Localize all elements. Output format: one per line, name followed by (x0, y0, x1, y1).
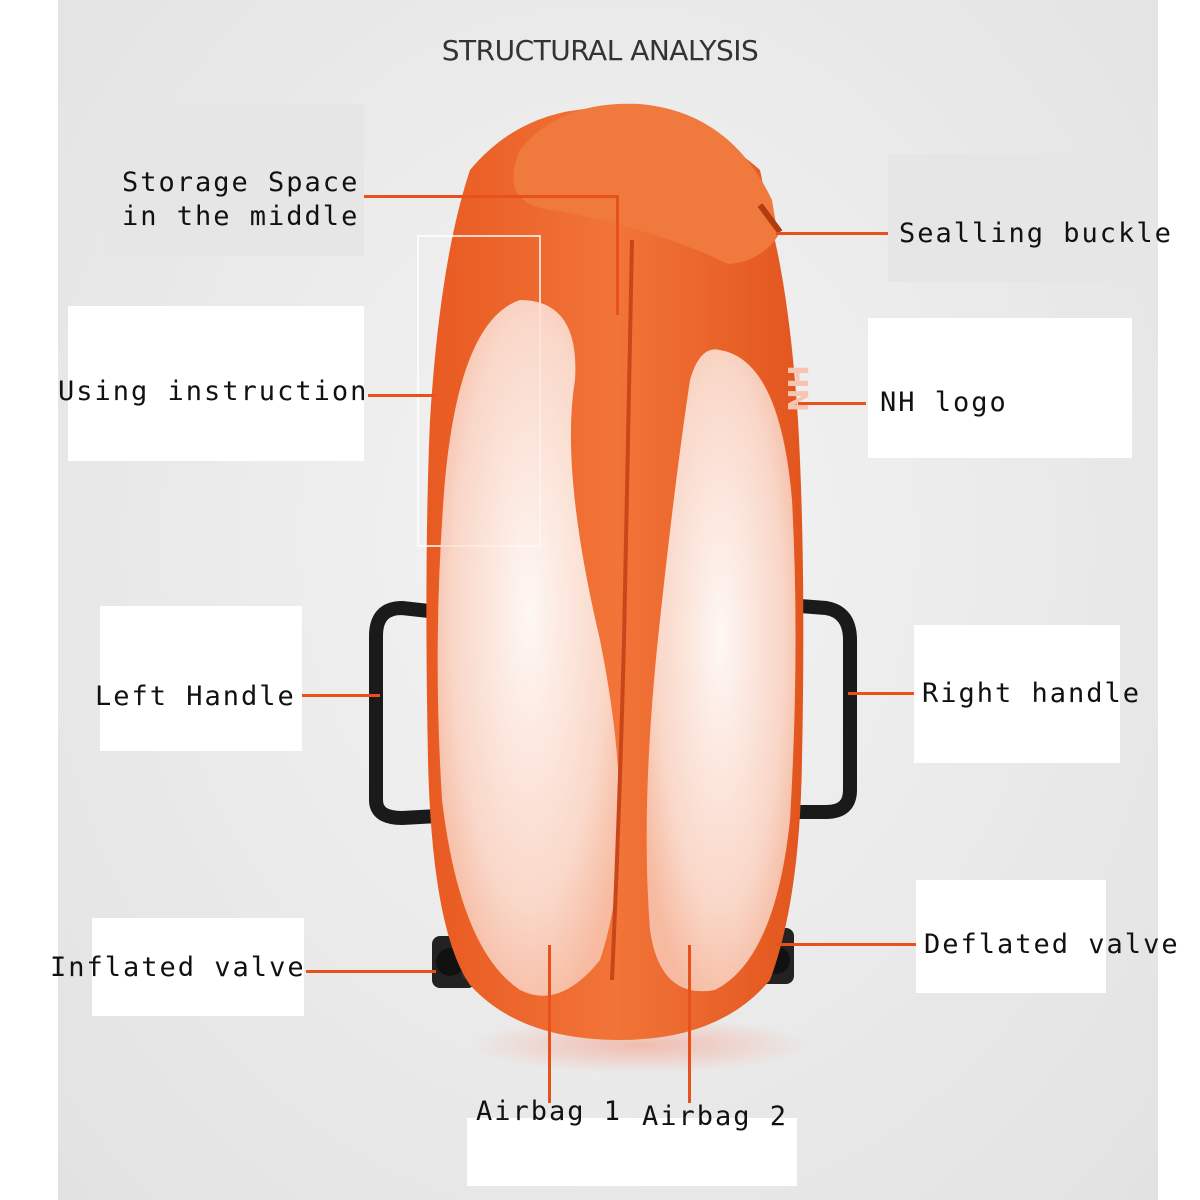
right-handle-label: Right handle (922, 678, 1142, 709)
sealing-buckle-label: Sealling buckle (899, 218, 1173, 249)
left-handle-label-box (100, 606, 302, 751)
airbag-2-shape (646, 349, 796, 992)
airbag-1-shape (437, 300, 620, 996)
storage-leader-v (616, 195, 619, 315)
inflated-valve-label-box (92, 918, 304, 1016)
right-handle (798, 599, 857, 819)
inflated-valve-leader (306, 970, 436, 973)
deflated-valve-label-box (916, 880, 1106, 993)
left-handle-label: Left Handle (95, 681, 296, 712)
left-handle (369, 601, 439, 825)
deflated-valve-label: Deflated valve (924, 929, 1180, 960)
airbag1-leader (548, 945, 551, 1103)
sealing-label-box (888, 154, 1158, 282)
left-handle-leader (302, 694, 380, 697)
center-seam (610, 239, 634, 981)
using-instruction-label: Using instruction (58, 376, 369, 407)
inflated-valve-label: Inflated valve (50, 952, 306, 983)
instruction-label-box (68, 306, 364, 461)
storage-leader-h (364, 195, 619, 198)
sealing-buckle-shape (757, 203, 783, 234)
diagram-title: STRUCTURAL ANALYSIS (441, 34, 759, 67)
airbag-label-box (467, 1118, 797, 1186)
nh-logo-label-box (868, 318, 1132, 458)
deflated-valve-leader (776, 943, 916, 946)
instruction-leader (368, 394, 436, 397)
airbag2-leader (688, 945, 691, 1103)
nh-logo-leader (798, 402, 866, 405)
airbag-1-label: Airbag 1 (476, 1096, 623, 1127)
rolled-top (513, 103, 778, 264)
right-handle-leader (848, 692, 914, 695)
nh-logo-label: NH logo (880, 387, 1008, 418)
storage-label-box (108, 104, 364, 256)
airbag-2-label: Airbag 2 (642, 1101, 789, 1132)
right-handle-label-box (914, 625, 1120, 763)
sealing-leader (776, 232, 888, 235)
storage-space-label: Storage Space in the middle (122, 167, 360, 232)
